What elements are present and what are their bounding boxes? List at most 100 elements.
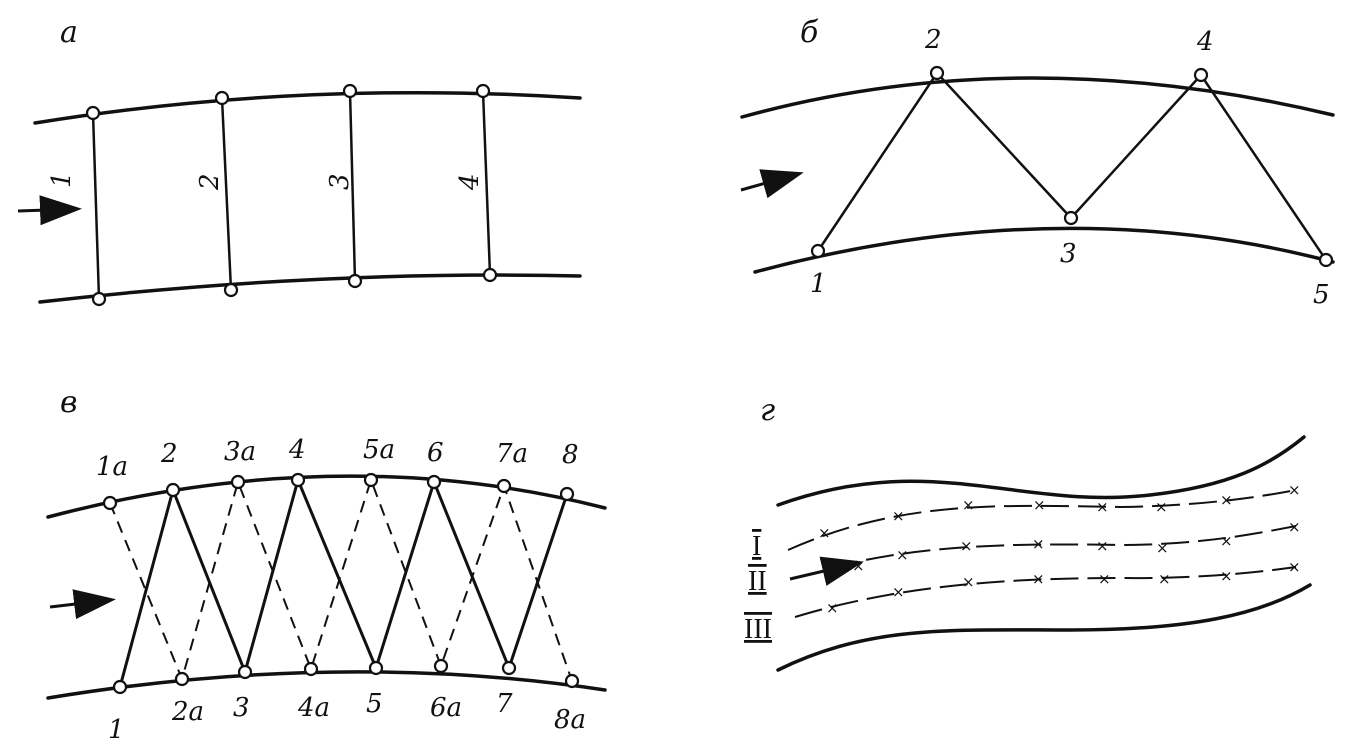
panel-d-label-I: I — [752, 531, 761, 562]
panel-c-point — [363, 472, 379, 488]
panel-d-station-mark: × — [818, 524, 831, 542]
panel-d-station-mark: × — [1033, 496, 1046, 514]
panel-d-station-mark: × — [1220, 491, 1233, 509]
panel-c-bottom-label: 7 — [496, 689, 513, 719]
panel-c-point — [230, 474, 246, 490]
panel-c-bottom-label: 5 — [366, 689, 383, 719]
panel-c-bottom-label: 8a — [554, 705, 586, 735]
panel-d-station-mark: × — [1032, 570, 1045, 588]
panel-a-label-3: 3 — [325, 173, 355, 190]
panel-d: г × × × × × × × × × × × × × × × × × × × … — [744, 393, 1312, 672]
panel-a: a 1 2 3 4 — [17, 15, 582, 307]
panel-a-point — [91, 291, 107, 307]
panel-a-point — [214, 90, 230, 106]
panel-b-label-2: 2 — [924, 25, 942, 55]
panel-d-station-mark: × — [1098, 570, 1111, 588]
panel-d-station-mark: × — [1032, 535, 1045, 553]
panel-c-point — [559, 486, 575, 502]
panel-a-point — [223, 282, 239, 298]
panel-d-station-mark: × — [852, 557, 865, 575]
panel-c-bottom-label: 3 — [233, 693, 250, 723]
panel-c-point — [368, 660, 384, 676]
panel-c-top-label: 2 — [160, 439, 178, 469]
panel-c-bottom-bank — [46, 670, 607, 700]
panel-a-section-2 — [220, 97, 233, 291]
panel-a-bottom-bank — [38, 273, 582, 304]
panel-d-station-mark: × — [1220, 567, 1233, 585]
panel-c-point — [433, 658, 449, 674]
panel-a-label-2: 2 — [195, 173, 225, 191]
panel-b-label-4: 4 — [1196, 27, 1214, 57]
panel-d-top-bank — [776, 435, 1306, 507]
panel-c-point — [102, 495, 118, 511]
panel-b-label-1: 1 — [810, 269, 827, 299]
panel-c-point — [426, 474, 442, 490]
panel-a-point — [347, 273, 363, 289]
panel-c-point — [174, 671, 190, 687]
panel-d-letter: г — [760, 393, 775, 428]
panel-a-section-3 — [348, 90, 357, 282]
panel-b-label-5: 5 — [1313, 280, 1330, 310]
panel-b-top-bank — [740, 76, 1335, 119]
panel-a-section-4 — [481, 90, 492, 276]
panel-c-point — [165, 482, 181, 498]
panel-c-top-label: 3a — [224, 437, 256, 467]
panel-d-station-mark: × — [1096, 498, 1109, 516]
panel-d-station-mark: × — [962, 496, 975, 514]
panel-c-bottom-label: 6a — [430, 693, 462, 723]
panel-b-triangulation — [816, 70, 1328, 261]
panel-d-label-III: III — [744, 614, 772, 645]
panel-b: б 1 2 3 4 5 — [740, 15, 1335, 310]
panel-c-top-label: 1a — [96, 452, 128, 482]
panel-d-station-mark: × — [1288, 518, 1301, 536]
panel-a-flow-arrow — [17, 195, 82, 226]
panel-d-station-mark: × — [1158, 570, 1171, 588]
panel-d-flow-arrow — [789, 556, 864, 586]
panel-c-point — [496, 478, 512, 494]
panel-a-top-bank — [33, 90, 582, 125]
panel-c-top-label: 6 — [427, 438, 444, 468]
panel-c-main-traverse — [118, 475, 569, 688]
panel-c-bottom-label: 4a — [297, 693, 330, 723]
panel-c-point — [237, 664, 253, 680]
panel-c-point — [564, 673, 580, 689]
panel-d-station-mark: × — [896, 546, 909, 564]
panel-d-station-mark: × — [1220, 532, 1233, 550]
panel-a-point — [342, 83, 358, 99]
panel-c-top-label: 7a — [496, 439, 528, 469]
panel-c-point — [290, 472, 306, 488]
panel-b-flow-arrow — [740, 169, 804, 199]
panel-d-station-mark: × — [960, 537, 973, 555]
panel-c-check-traverse — [109, 476, 573, 683]
panel-d-station-mark: × — [1096, 537, 1109, 555]
panel-d-line-III — [794, 566, 1297, 618]
panel-d-station-mark: × — [892, 583, 905, 601]
panel-d-station-mark: × — [1155, 498, 1168, 516]
panel-a-point — [475, 83, 491, 99]
panel-a-point — [482, 267, 498, 283]
panel-d-station-mark: × — [1156, 539, 1169, 557]
panel-c-point — [303, 661, 319, 677]
panel-a-label-1: 1 — [47, 171, 77, 188]
panel-c-point — [112, 679, 128, 695]
panel-d-station-mark: × — [962, 573, 975, 591]
panel-b-point — [810, 243, 826, 259]
panel-d-bottom-bank — [776, 583, 1312, 672]
panel-c-top-bank — [46, 474, 607, 519]
panel-c-point — [501, 660, 517, 676]
panel-d-station-mark: × — [892, 507, 905, 525]
panel-c-bottom-label: 2a — [171, 697, 204, 727]
panel-c-top-label: 8 — [562, 440, 579, 470]
panel-b-point — [929, 65, 945, 81]
panel-d-line-II — [829, 525, 1297, 569]
panel-a-letter: a — [60, 15, 78, 50]
panel-c-letter: в — [60, 385, 77, 420]
panel-c-bottom-label: 1 — [108, 715, 125, 745]
panel-d-line-I — [787, 489, 1297, 551]
panel-b-point — [1318, 252, 1334, 268]
panel-b-point — [1063, 210, 1079, 226]
panel-d-station-mark: × — [1288, 558, 1301, 576]
panel-b-letter: б — [800, 15, 819, 50]
panel-d-label-II: II — [748, 566, 767, 597]
